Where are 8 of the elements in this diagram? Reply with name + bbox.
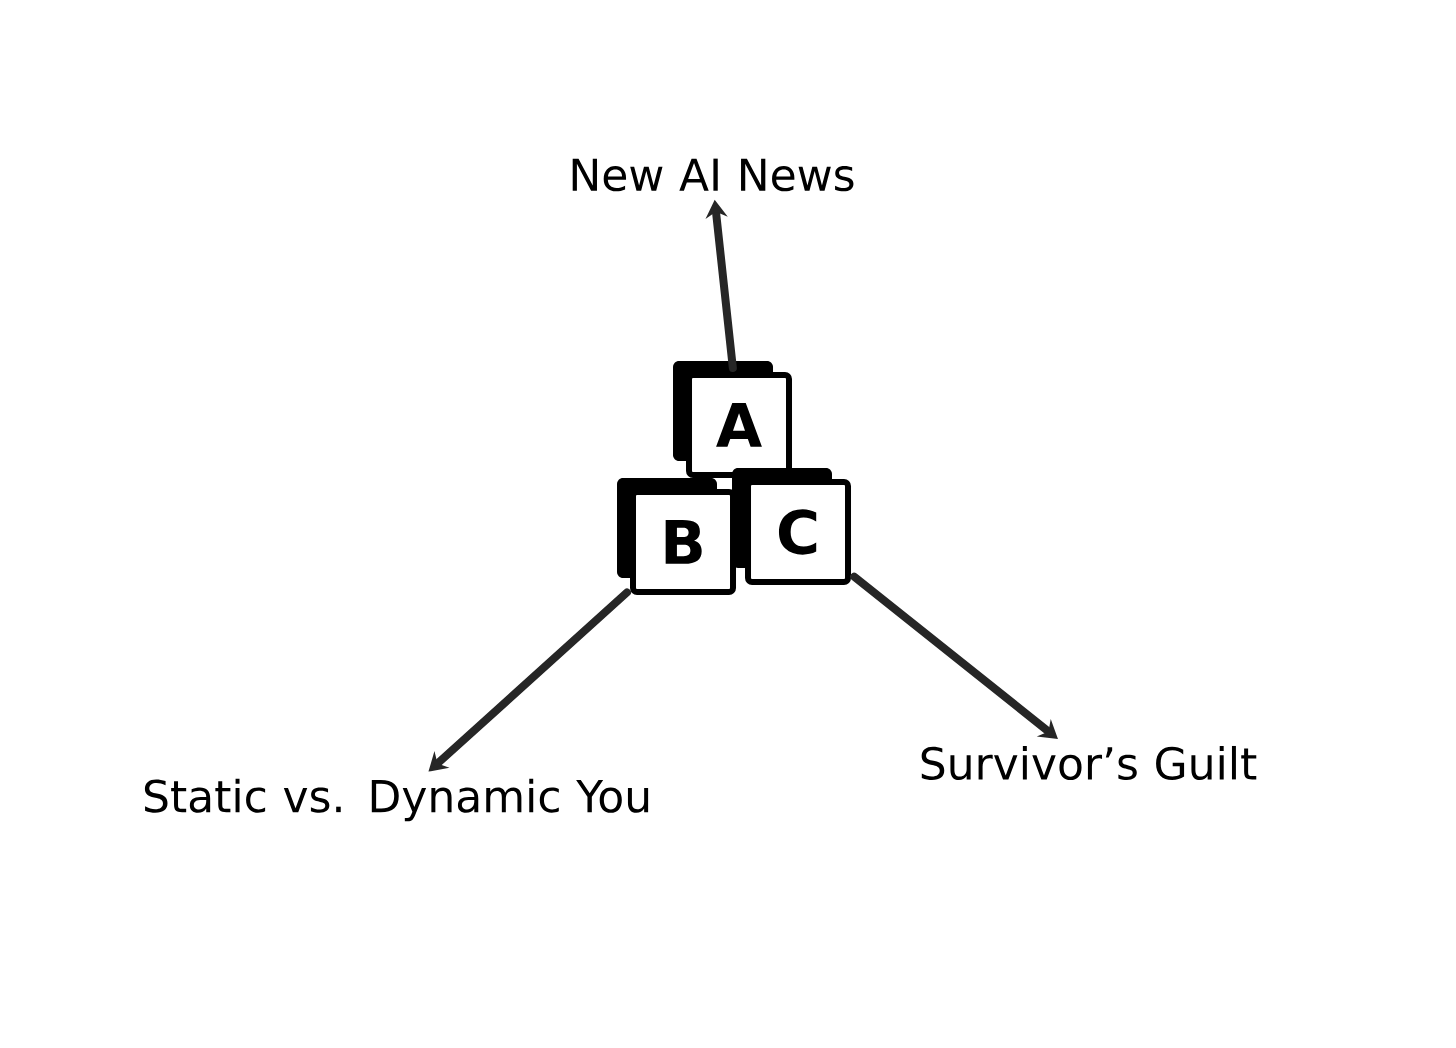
node-label: B <box>665 520 702 564</box>
letter-block: C <box>732 468 851 585</box>
topic-label: Static vs. Dynamic You <box>144 778 649 822</box>
letter-block: A <box>673 361 792 478</box>
topic-label: Survivor’s Guilt <box>921 745 1257 781</box>
topic-label: New AI News <box>572 158 854 192</box>
node-label: A <box>716 403 762 447</box>
letter-block: B <box>617 478 736 595</box>
